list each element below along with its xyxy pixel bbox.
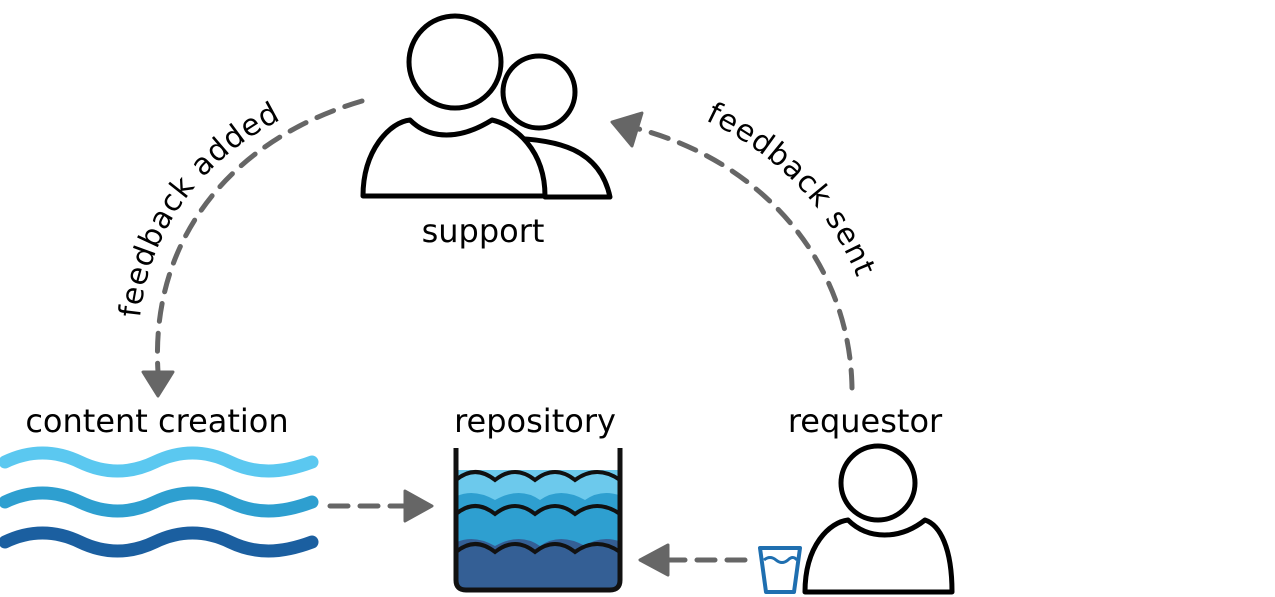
waves-icon (0, 446, 319, 558)
wave-dark (0, 526, 319, 558)
wave-mid (0, 486, 319, 518)
support-label: support (422, 212, 545, 250)
wave-light (0, 446, 319, 478)
content-creation-label: content creation (25, 402, 288, 440)
feedback-sent-arrowhead (610, 111, 644, 148)
requestor-to-repository-arrowhead (638, 543, 670, 577)
repository-label: repository (454, 402, 616, 440)
person-icon (802, 443, 955, 595)
group-people-icon (360, 13, 613, 200)
water-cup-icon (758, 546, 802, 594)
feedback-sent-label: feedback sent (702, 96, 883, 282)
water-tank-icon (453, 448, 623, 593)
feedback-added-arrow (154, 98, 365, 375)
feedback-sent-arrow (632, 125, 855, 391)
feedback-added-arrowhead (141, 370, 175, 398)
requestor-label: requestor (788, 402, 943, 440)
feedback-added-label: feedback added (113, 95, 286, 319)
content-to-repository-arrowhead (403, 489, 434, 523)
